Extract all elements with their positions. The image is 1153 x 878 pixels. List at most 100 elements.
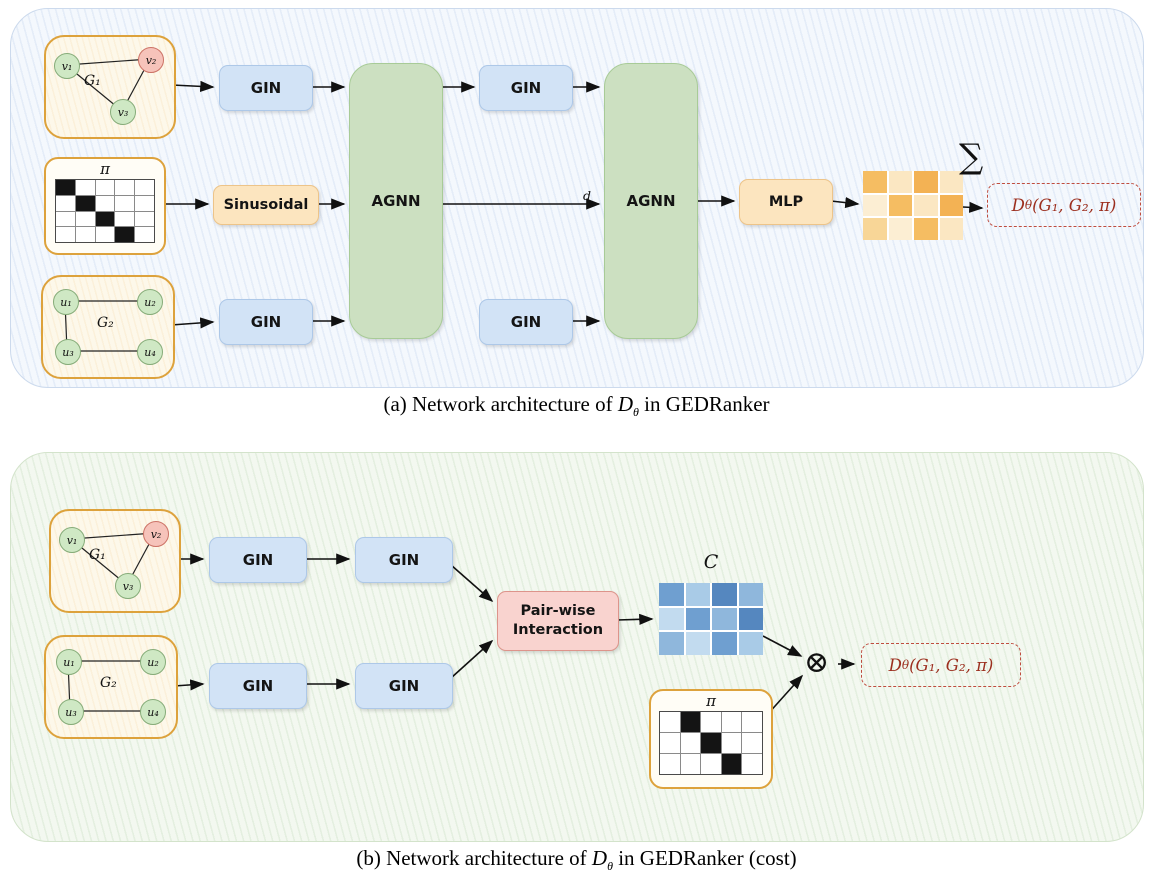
node-v3: v₃ bbox=[115, 573, 141, 599]
matrix-cell bbox=[680, 754, 701, 774]
gin-block: GIN bbox=[219, 65, 313, 111]
gin-block: GIN bbox=[209, 663, 307, 709]
caption-b: (b) Network architecture of Dθ in GEDRan… bbox=[0, 846, 1153, 874]
matrix-cell bbox=[115, 227, 135, 242]
heatmap-cell bbox=[738, 632, 763, 655]
matrix-cell bbox=[75, 227, 95, 242]
matrix-cell bbox=[95, 211, 115, 227]
node-u1: u₁ bbox=[53, 289, 79, 315]
d-label: d bbox=[583, 188, 592, 203]
caption-b-sub: θ bbox=[607, 859, 613, 874]
matrix-cell bbox=[721, 733, 742, 753]
gin-block: GIN bbox=[479, 299, 573, 345]
pi-matrix-box: π bbox=[44, 157, 166, 255]
cost-matrix-heatmap bbox=[659, 583, 763, 655]
heatmap-cell bbox=[659, 632, 684, 655]
matrix-cell bbox=[701, 754, 721, 774]
matrix-cell bbox=[115, 180, 135, 195]
heatmap-cell bbox=[914, 218, 938, 240]
heatmap-cell bbox=[738, 607, 763, 631]
agnn-block: AGNN bbox=[604, 63, 698, 339]
gin-block: GIN bbox=[355, 663, 453, 709]
sum-symbol: ∑ bbox=[959, 137, 984, 177]
heatmap-cell bbox=[712, 632, 737, 655]
graph-g2-label: G₂ bbox=[97, 315, 114, 331]
gin-block: GIN bbox=[209, 537, 307, 583]
heatmap-cell bbox=[888, 194, 912, 217]
graph-g1-label: G₁ bbox=[84, 73, 101, 89]
agnn-block: AGNN bbox=[349, 63, 443, 339]
graph-g2-box: u₁ u₂ u₃ u₄ G₂ bbox=[41, 275, 175, 379]
heatmap-cell bbox=[914, 194, 938, 217]
matrix-cell bbox=[742, 754, 762, 774]
heatmap-cell bbox=[888, 218, 912, 240]
matrix-cell bbox=[680, 712, 701, 732]
matrix-cell bbox=[660, 754, 680, 774]
mlp-block: MLP bbox=[739, 179, 833, 225]
caption-a: (a) Network architecture of Dθ in GEDRan… bbox=[0, 392, 1153, 420]
heatmap-cell bbox=[888, 171, 912, 193]
matrix-cell bbox=[721, 712, 742, 732]
node-v2: v₂ bbox=[138, 47, 164, 73]
matrix-cell bbox=[135, 211, 154, 227]
pairwise-line2: Interaction bbox=[512, 622, 604, 638]
caption-b-suffix: in GEDRanker (cost) bbox=[612, 846, 797, 870]
caption-b-prefix: (b) Network architecture of bbox=[356, 846, 592, 870]
node-v1: v₁ bbox=[59, 527, 85, 553]
formula-sub: θ bbox=[1024, 198, 1033, 212]
matrix-cell bbox=[56, 211, 75, 227]
node-u4: u₄ bbox=[137, 339, 163, 365]
matrix-cell bbox=[95, 180, 115, 195]
pairwise-line1: Pair-wise bbox=[520, 603, 596, 620]
matrix-cell bbox=[701, 712, 721, 732]
heatmap-cell bbox=[685, 607, 710, 631]
formula-args: (G₁, G₂, π) bbox=[1032, 195, 1117, 215]
matrix-cell bbox=[95, 195, 115, 211]
caption-b-var: D bbox=[591, 846, 608, 870]
graph-g1-box: v₁ v₂ v₃ G₁ bbox=[44, 35, 176, 139]
node-u1: u₁ bbox=[56, 649, 82, 675]
heatmap-cell bbox=[685, 583, 710, 606]
pairwise-interaction-block: Pair-wise Interaction bbox=[497, 591, 619, 651]
matrix-cell bbox=[56, 180, 75, 195]
caption-a-var: D bbox=[617, 392, 633, 416]
matrix-cell bbox=[95, 227, 115, 242]
node-v1: v₁ bbox=[54, 53, 80, 79]
matrix-cell bbox=[135, 227, 154, 242]
matrix-cell bbox=[115, 211, 135, 227]
mlp-output-heatmap bbox=[863, 171, 963, 240]
matrix-cell bbox=[742, 712, 762, 732]
matrix-cell bbox=[701, 733, 721, 753]
gin-block: GIN bbox=[355, 537, 453, 583]
formula-var: D bbox=[1011, 195, 1025, 215]
matrix-cell bbox=[660, 733, 680, 753]
caption-a-sub: θ bbox=[633, 405, 639, 420]
heatmap-cell bbox=[939, 218, 963, 240]
matrix-cell bbox=[75, 211, 95, 227]
matrix-cell bbox=[680, 733, 701, 753]
pi-matrix-grid bbox=[55, 179, 155, 243]
heatmap-cell bbox=[685, 632, 710, 655]
heatmap-cell bbox=[659, 583, 684, 606]
node-u2: u₂ bbox=[140, 649, 166, 675]
node-u3: u₃ bbox=[55, 339, 81, 365]
node-u3: u₃ bbox=[58, 699, 84, 725]
heatmap-cell bbox=[712, 583, 737, 606]
caption-a-suffix: in GEDRanker bbox=[638, 392, 770, 416]
heatmap-cell bbox=[914, 171, 938, 193]
node-u4: u₄ bbox=[140, 699, 166, 725]
node-u2: u₂ bbox=[137, 289, 163, 315]
caption-a-prefix: (a) Network architecture of bbox=[383, 392, 618, 416]
graph-g1-label: G₁ bbox=[89, 547, 106, 563]
arrows-layer-a bbox=[162, 80, 984, 329]
heatmap-cell bbox=[738, 583, 763, 606]
pi-matrix-grid bbox=[659, 711, 763, 775]
graph-g1-box: v₁ v₂ v₃ G₁ bbox=[49, 509, 181, 613]
matrix-cell bbox=[75, 195, 95, 211]
matrix-cell bbox=[135, 195, 154, 211]
formula-var: D bbox=[888, 655, 902, 675]
tensor-product-symbol: ⊗ bbox=[804, 645, 830, 680]
graph-g2-label: G₂ bbox=[100, 675, 117, 691]
